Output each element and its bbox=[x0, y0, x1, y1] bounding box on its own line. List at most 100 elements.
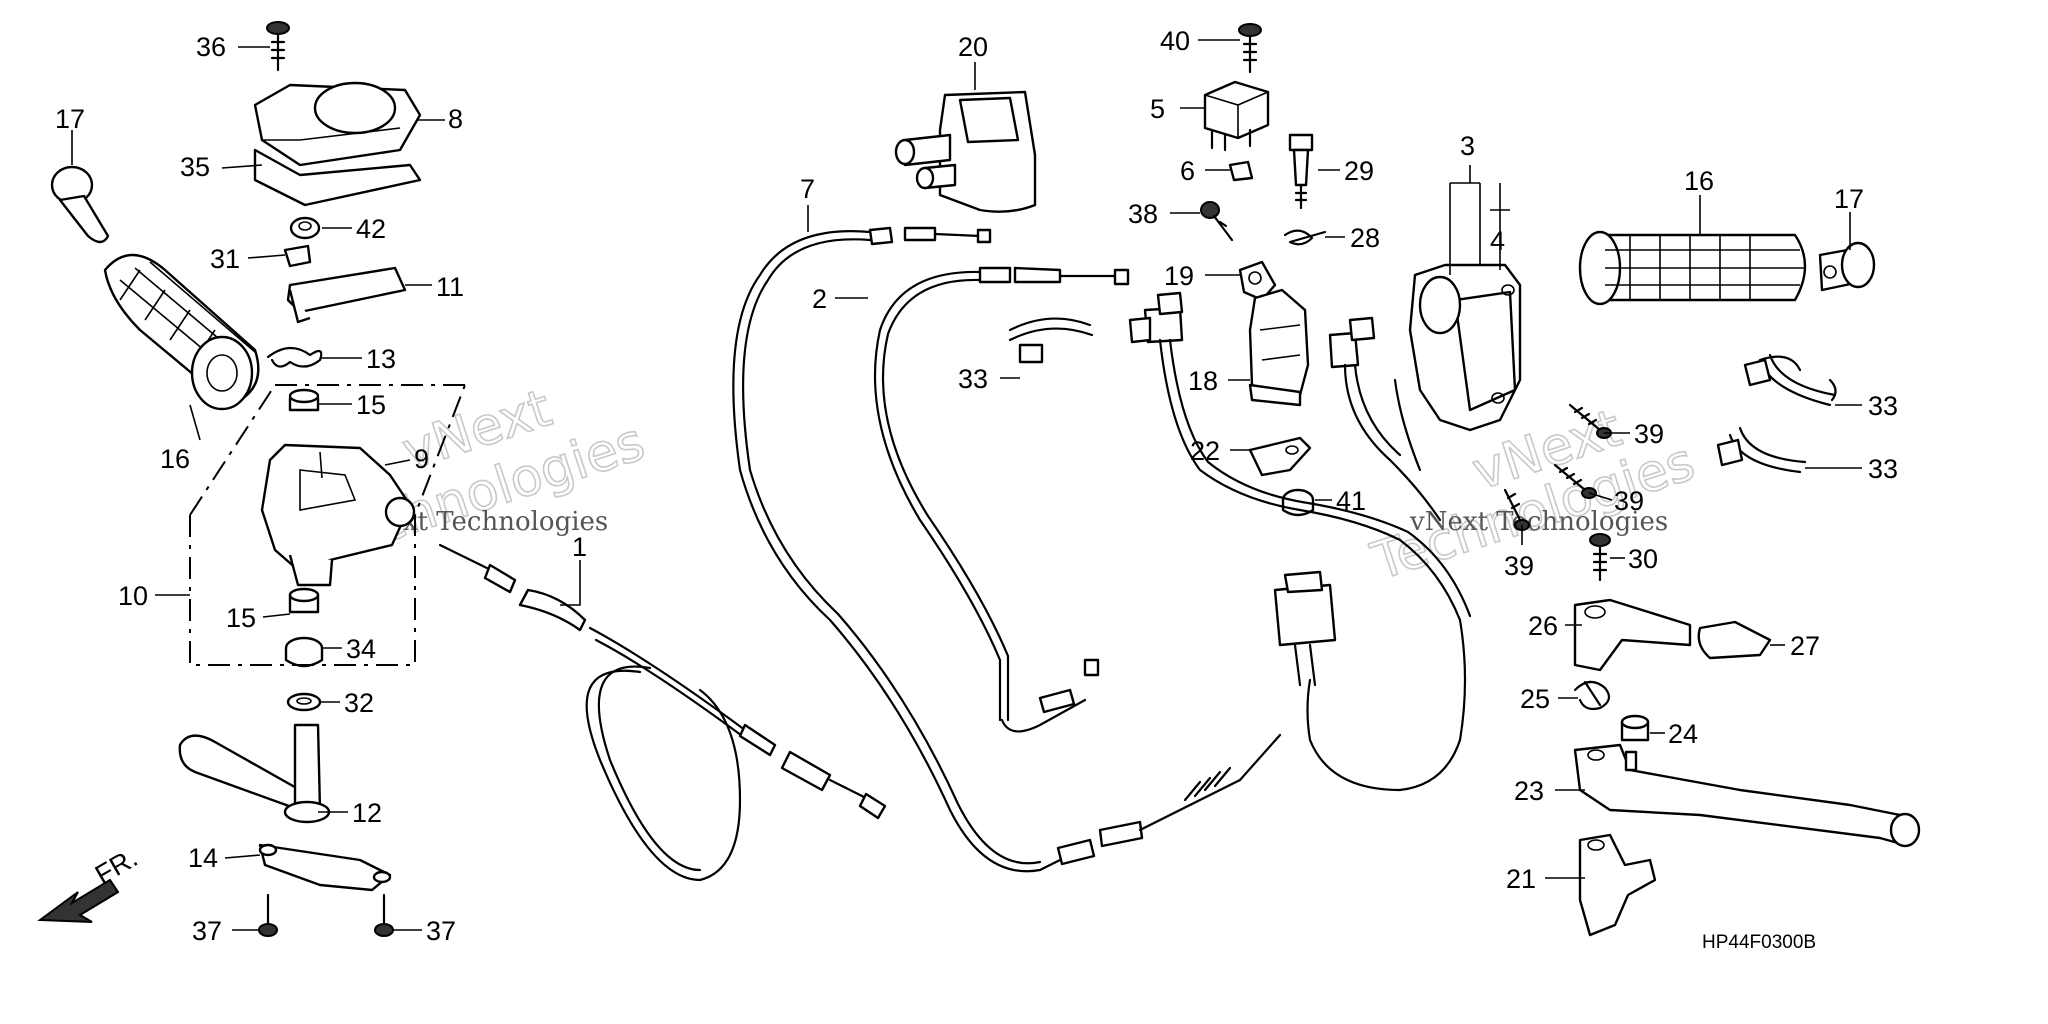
part-bearing-34 bbox=[284, 636, 324, 668]
callout-17-right: 17 bbox=[1834, 184, 1864, 214]
callout-14: 14 bbox=[188, 843, 218, 873]
front-direction-arrow: FR. bbox=[37, 842, 143, 923]
callout-22: 22 bbox=[1190, 436, 1220, 466]
callout-28: 28 bbox=[1350, 223, 1380, 253]
part-relay-5 bbox=[1203, 80, 1270, 152]
callout-16-right: 16 bbox=[1684, 166, 1714, 196]
callout-labels: 17 36 8 35 42 31 11 13 16 15 9 10 15 34 … bbox=[55, 26, 1898, 953]
part-nut-42 bbox=[289, 216, 321, 240]
callout-41: 41 bbox=[1336, 486, 1366, 516]
callout-16-left: 16 bbox=[160, 444, 190, 474]
part-screw-40 bbox=[1238, 23, 1262, 74]
callout-39-b: 39 bbox=[1614, 486, 1644, 516]
part-clip-31 bbox=[283, 244, 312, 268]
callout-38: 38 bbox=[1128, 199, 1158, 229]
part-collar-15-lower bbox=[288, 587, 320, 614]
callout-1: 1 bbox=[572, 532, 587, 562]
callout-10: 10 bbox=[118, 581, 148, 611]
part-bracket-19 bbox=[1238, 260, 1277, 302]
callout-24: 24 bbox=[1668, 719, 1698, 749]
callout-6: 6 bbox=[1180, 156, 1195, 186]
callout-21: 21 bbox=[1506, 864, 1536, 894]
callout-33-left: 33 bbox=[958, 364, 988, 394]
part-bolt-30 bbox=[1589, 533, 1611, 582]
part-grip-end-left bbox=[50, 165, 110, 244]
part-band-33-left bbox=[1008, 317, 1094, 364]
part-throttle-cable-1 bbox=[438, 543, 887, 882]
part-washer-32 bbox=[286, 692, 322, 712]
part-spring-25 bbox=[1573, 680, 1611, 711]
callout-17-left: 17 bbox=[55, 104, 85, 134]
callout-42: 42 bbox=[356, 214, 386, 244]
part-brake-lever-23 bbox=[1573, 743, 1921, 848]
part-wiring-harness bbox=[1128, 291, 1472, 792]
callout-12: 12 bbox=[352, 798, 382, 828]
part-switch-body-18 bbox=[1248, 288, 1310, 407]
callout-40: 40 bbox=[1160, 26, 1190, 56]
callout-8: 8 bbox=[448, 104, 463, 134]
part-screw-38 bbox=[1200, 201, 1234, 242]
part-cable-7 bbox=[732, 226, 1282, 873]
callout-39-a: 39 bbox=[1634, 419, 1664, 449]
part-lever-holder-21 bbox=[1578, 833, 1657, 937]
leader-lines bbox=[71, 39, 1862, 931]
part-spring-28 bbox=[1283, 229, 1327, 246]
part-band-33-lower-right bbox=[1716, 426, 1807, 474]
part-cable-2 bbox=[873, 266, 1130, 733]
part-handlebar-switch-3-4 bbox=[1408, 263, 1522, 432]
drawing-code: HP44F0300B bbox=[1702, 932, 1816, 953]
callout-37-left: 37 bbox=[192, 916, 222, 946]
callout-35: 35 bbox=[180, 152, 210, 182]
part-thumb-lever-26 bbox=[1573, 598, 1692, 672]
callout-11: 11 bbox=[436, 272, 464, 302]
part-collar-15-upper bbox=[288, 388, 320, 412]
part-switch-20 bbox=[894, 90, 1037, 213]
callout-36: 36 bbox=[196, 32, 226, 62]
part-bolt-37-right bbox=[374, 893, 394, 937]
part-grip-right bbox=[1578, 230, 1807, 306]
part-throttle-lever-12 bbox=[178, 723, 331, 824]
part-cap-6 bbox=[1228, 160, 1254, 182]
callout-34: 34 bbox=[346, 634, 376, 664]
callout-15-upper: 15 bbox=[356, 390, 386, 420]
callout-2: 2 bbox=[812, 284, 827, 314]
part-plate-14 bbox=[258, 843, 392, 892]
assembly-outline-10 bbox=[189, 384, 466, 666]
callout-25: 25 bbox=[1520, 684, 1550, 714]
callout-32: 32 bbox=[344, 688, 374, 718]
callout-13: 13 bbox=[366, 344, 396, 374]
part-pad-27 bbox=[1697, 620, 1772, 660]
part-collar-24 bbox=[1620, 714, 1650, 742]
callout-5: 5 bbox=[1150, 94, 1165, 124]
callout-7: 7 bbox=[800, 174, 815, 204]
part-screw-36 bbox=[266, 21, 290, 72]
callout-27: 27 bbox=[1790, 631, 1820, 661]
watermark-right-small: vNext Technologies bbox=[1409, 507, 1668, 537]
callout-29: 29 bbox=[1344, 156, 1374, 186]
front-marker-label: FR. bbox=[90, 842, 143, 890]
callout-37-right: 37 bbox=[426, 916, 456, 946]
part-housing-9 bbox=[260, 443, 416, 587]
callout-30: 30 bbox=[1628, 544, 1658, 574]
part-bolt-29 bbox=[1288, 133, 1314, 210]
callout-18: 18 bbox=[1188, 366, 1218, 396]
part-spring-13 bbox=[266, 346, 323, 368]
part-grip-end-right bbox=[1818, 241, 1876, 292]
callout-39-c: 39 bbox=[1504, 551, 1534, 581]
callout-31: 31 bbox=[210, 244, 240, 274]
callout-4: 4 bbox=[1490, 226, 1505, 256]
callout-20: 20 bbox=[958, 32, 988, 62]
callout-3: 3 bbox=[1460, 131, 1475, 161]
callout-23: 23 bbox=[1514, 776, 1544, 806]
callout-15-lower: 15 bbox=[226, 603, 256, 633]
callout-26: 26 bbox=[1528, 611, 1558, 641]
part-nut-41 bbox=[1281, 488, 1315, 517]
callout-33-upper-right: 33 bbox=[1868, 391, 1898, 421]
callout-9: 9 bbox=[414, 444, 429, 474]
part-bolt-37-left bbox=[258, 893, 278, 937]
part-grip-left bbox=[103, 253, 260, 411]
part-gasket-35 bbox=[253, 148, 422, 207]
part-cover-8 bbox=[253, 81, 422, 167]
